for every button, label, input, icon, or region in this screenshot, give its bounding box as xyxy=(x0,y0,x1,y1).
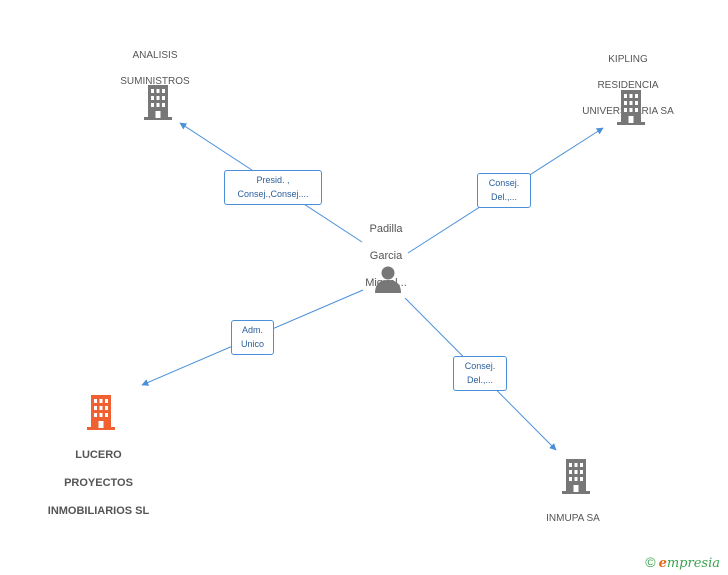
copyright-icon: © xyxy=(645,554,656,570)
role-box-inmupa[interactable]: Consej. Del.,... xyxy=(453,356,507,391)
role-box-kipling[interactable]: Consej. Del.,... xyxy=(477,173,531,208)
brand-initial: e xyxy=(658,556,667,571)
person-icon[interactable] xyxy=(373,264,403,294)
building-icon[interactable] xyxy=(615,89,647,125)
company-label-lucero[interactable]: LUCERO PROYECTOS INMOBILIARIOS SL xyxy=(47,449,150,517)
role-box-analisis[interactable]: Presid. , Consej.,Consej.... xyxy=(224,170,322,205)
empresia-logo[interactable]: ©empresia xyxy=(645,554,720,571)
company-label-inmupa[interactable]: INMUPA SA xyxy=(546,513,600,524)
brand-rest: mpresia xyxy=(666,556,720,571)
building-icon[interactable] xyxy=(85,394,117,430)
building-icon[interactable] xyxy=(560,458,592,494)
company-label-kipling[interactable]: KIPLING RESIDENCIA UNIVERSITARIA SA xyxy=(582,54,674,117)
building-icon[interactable] xyxy=(142,84,174,120)
role-box-lucero[interactable]: Adm. Unico xyxy=(231,320,274,355)
